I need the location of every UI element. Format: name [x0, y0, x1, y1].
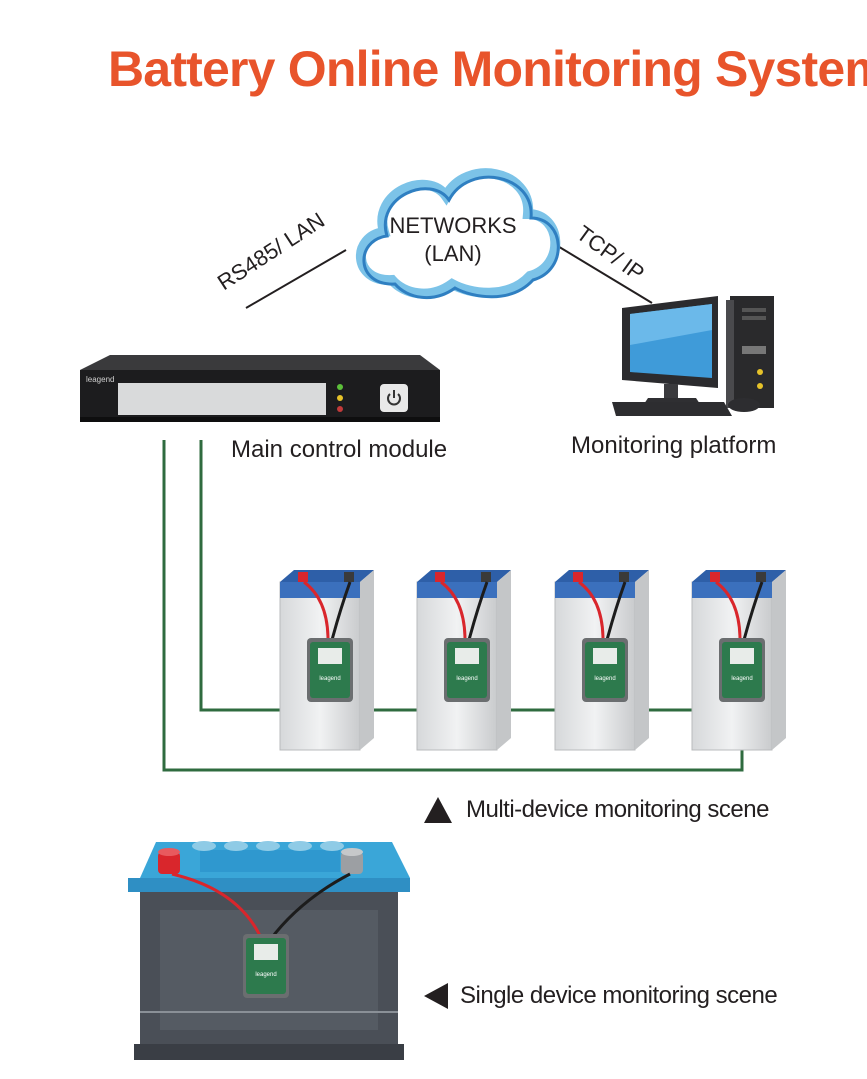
- car-battery: [128, 841, 410, 1060]
- cloud-icon: [355, 168, 561, 300]
- multi-device-scene-label: Multi-device monitoring scene: [466, 796, 769, 823]
- rs485-link-line: [245, 249, 347, 309]
- page-title: Battery Online Monitoring System: [108, 41, 867, 97]
- tcp-link-line: [555, 244, 653, 304]
- monitoring-platform-label: Monitoring platform: [571, 432, 777, 459]
- multi-device-scene-caption: Multi-device monitoring scene: [424, 796, 769, 824]
- battery-cell-2: [416, 570, 511, 751]
- triangle-up-icon: [424, 797, 452, 823]
- svg-text:leagend: leagend: [86, 375, 114, 384]
- triangle-left-icon: [424, 983, 448, 1009]
- main-control-module-label: Main control module: [231, 436, 448, 463]
- monitoring-platform-computer: [612, 296, 774, 416]
- single-device-scene-caption: Single device monitoring scene: [424, 982, 778, 1010]
- battery-cell-3: [554, 570, 649, 751]
- cloud-line-1: NETWORKS: [389, 213, 517, 238]
- battery-cell-4: [691, 570, 786, 751]
- single-device-scene-label: Single device monitoring scene: [460, 982, 778, 1009]
- networks-cloud-label: NETWORKS (LAN): [383, 212, 523, 268]
- battery-cell-1: [279, 570, 374, 751]
- cloud-line-2: (LAN): [424, 241, 482, 266]
- main-control-module: leagend: [80, 355, 440, 422]
